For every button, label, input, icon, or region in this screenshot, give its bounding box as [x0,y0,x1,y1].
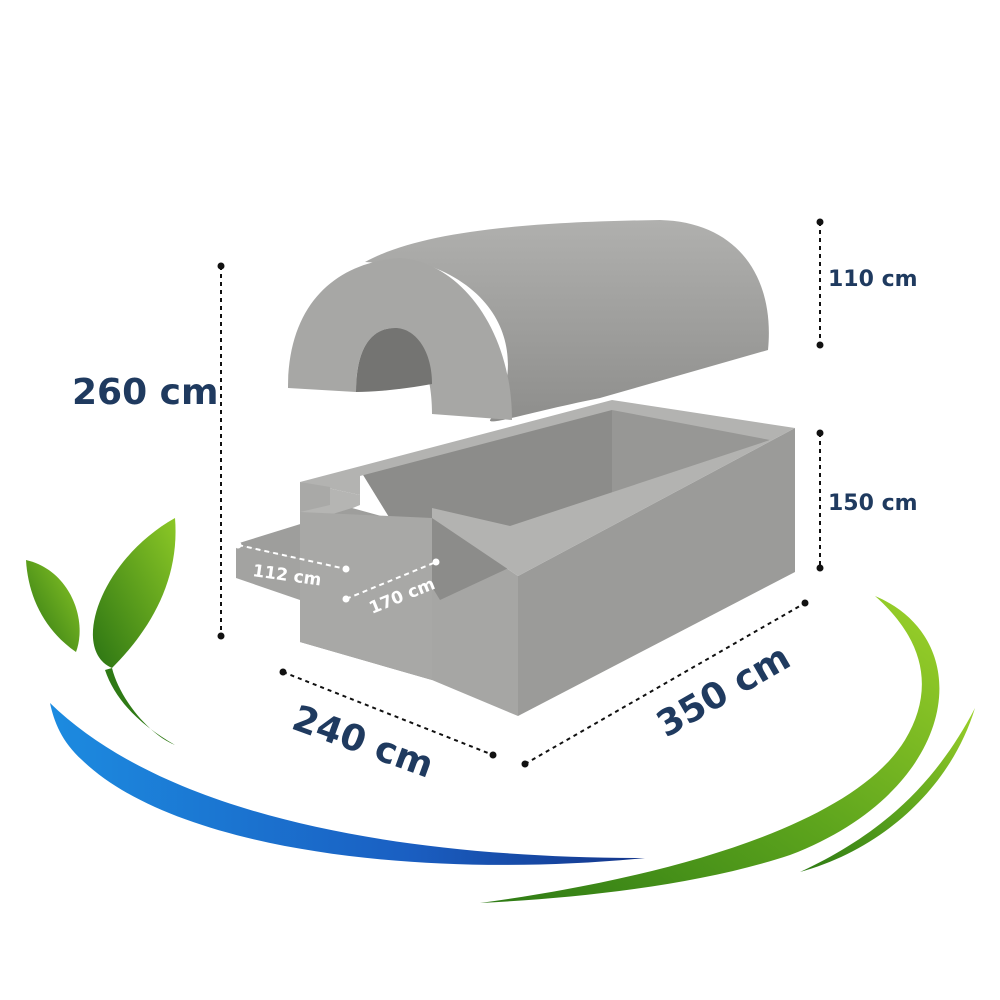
endpoint [489,751,497,759]
leaf-group [26,518,176,745]
label-width: 240 cm [287,698,439,787]
base-left-lower [300,512,432,680]
endpoint [432,558,440,566]
endpoint [234,541,242,549]
endpoint [816,218,824,226]
dimension-endpoints [217,218,824,768]
lid-top-surface [365,220,769,422]
leaf-small [26,560,80,652]
endpoint [801,599,809,607]
label-base-height: 150 cm [828,491,918,516]
endpoint [816,429,824,437]
endpoint [816,341,824,349]
dimension-lines [220,222,821,765]
base-right-face [518,428,795,716]
width-line [282,671,494,756]
inlet-width-line [237,544,347,570]
endpoint [521,760,529,768]
concrete-lid [288,220,769,422]
endpoint [342,595,350,603]
leaf-large [92,518,176,668]
inlet-length-line [345,561,437,600]
endpoint [342,565,350,573]
base-top-rim [300,400,795,576]
label-lid-height: 110 cm [828,267,918,292]
endpoint [279,668,287,676]
label-length: 350 cm [650,637,797,746]
lid-front-face [288,258,512,420]
length-line [524,602,806,765]
label-total-height: 260 cm [72,372,219,413]
inlet-wall [300,482,330,512]
concrete-base [236,400,795,716]
inlet-endpoints [234,541,440,603]
inlet-dimension-lines [237,544,437,600]
decor-swooshes [50,596,975,903]
endpoint [217,262,225,270]
blue-swoosh [50,703,645,865]
endpoint [816,564,824,572]
endpoint [217,632,225,640]
leaf-stem [105,668,175,745]
lid-arch-opening [356,328,432,392]
green-swoosh [480,596,940,903]
